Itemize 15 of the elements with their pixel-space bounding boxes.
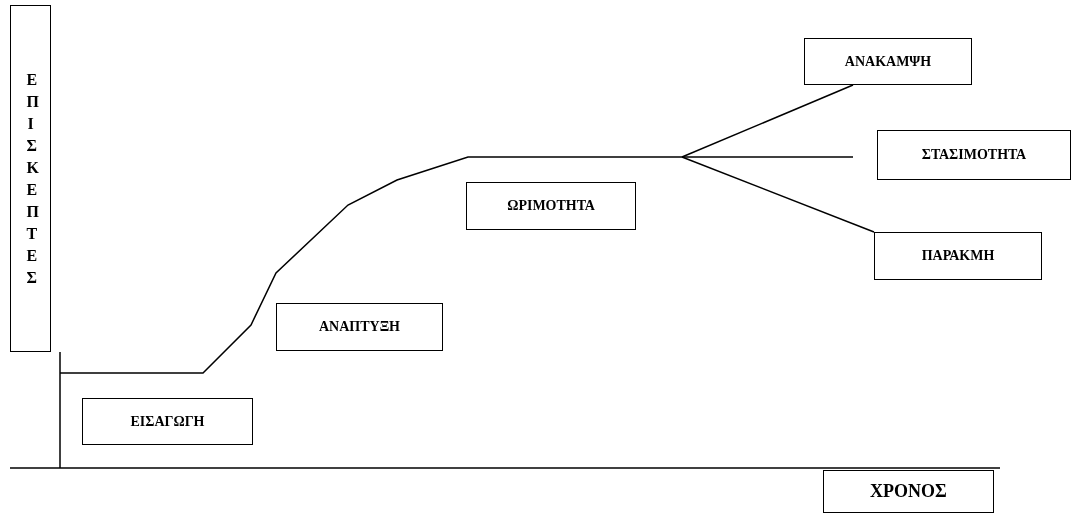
axis-title: ΧΡΟΝΟΣ <box>870 481 947 502</box>
stage-box <box>877 130 1071 180</box>
stage-box <box>276 303 443 351</box>
stage-box <box>874 232 1042 280</box>
stage-label: ΑΝΑΚΑΜΨΗ <box>844 53 932 70</box>
stage-label: ΣΤΑΣΙΜΟΤΗΤΑ <box>921 147 1027 163</box>
stage-box <box>804 38 972 85</box>
stage-label: ΠΑΡΑΚΜΗ <box>921 248 995 264</box>
stage-label: ΑΝΑΠΤΥΞΗ <box>318 319 400 335</box>
stage-box <box>466 182 636 230</box>
axis-title-box <box>10 5 51 352</box>
axis-title-box <box>823 470 994 513</box>
stage-box <box>82 398 253 445</box>
stage-label: ΩΡΙΜΟΤΗΤΑ <box>507 198 595 214</box>
stage-label: ΕΙΣΑΓΩΓΗ <box>130 413 205 430</box>
